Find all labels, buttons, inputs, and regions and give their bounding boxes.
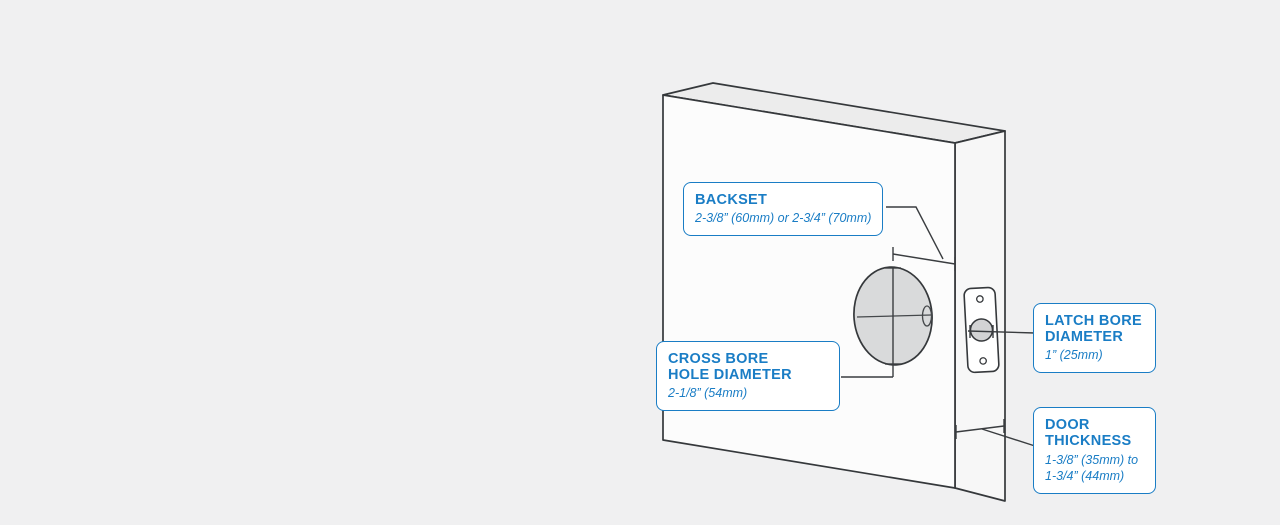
backset-title: BACKSET (695, 192, 768, 208)
door-thickness-value-line1: 1-3/8” (35mm) to (1045, 453, 1139, 468)
latch-bore-connector-line (967, 330, 1036, 334)
door-thickness-value-line2: 1-3/4” (44mm) (1045, 469, 1125, 484)
door-thickness-dimension-line (955, 425, 1005, 433)
cross-bore-title-line2: HOLE DIAMETER (668, 367, 792, 384)
door-thickness-connector-line (981, 428, 1036, 447)
latch-plate-group (963, 286, 1000, 374)
backset-callout: BACKSET 2-3/8” (60mm) or 2-3/4” (70mm) (683, 182, 884, 236)
screw-hole-bottom (979, 357, 987, 365)
backset-dimension-line (892, 253, 956, 265)
latch-bore-hole (969, 318, 994, 342)
latch-bore-title-line1: LATCH BORE (1045, 313, 1142, 329)
cross-bore-title-line1: CROSS BORE (668, 351, 769, 367)
latch-channel-line (856, 314, 932, 318)
cross-bore-value: 2-1/8” (54mm) (668, 386, 748, 401)
latch-bore-value: 1” (25mm) (1045, 348, 1103, 363)
door (662, 82, 1006, 502)
screw-hole-top (976, 295, 984, 303)
backset-connector-line (886, 206, 944, 260)
latch-bore-title-line2: DIAMETER (1045, 329, 1124, 346)
latch-bore-callout: LATCH BORE DIAMETER 1” (25mm) (1033, 303, 1156, 374)
backset-value: 2-3/8” (60mm) or 2-3/4” (70mm) (695, 211, 872, 226)
door-thickness-title-line1: DOOR (1045, 417, 1090, 433)
cross-bore-callout: CROSS BORE HOLE DIAMETER 2-1/8” (54mm) (656, 341, 840, 412)
latch-bore-inner (921, 305, 933, 327)
door-thickness-title-line2: THICKNESS (1045, 433, 1132, 450)
dimension-lines (841, 206, 1036, 447)
door-thickness-callout: DOOR THICKNESS 1-3/8” (35mm) to 1-3/4” (… (1033, 407, 1156, 494)
